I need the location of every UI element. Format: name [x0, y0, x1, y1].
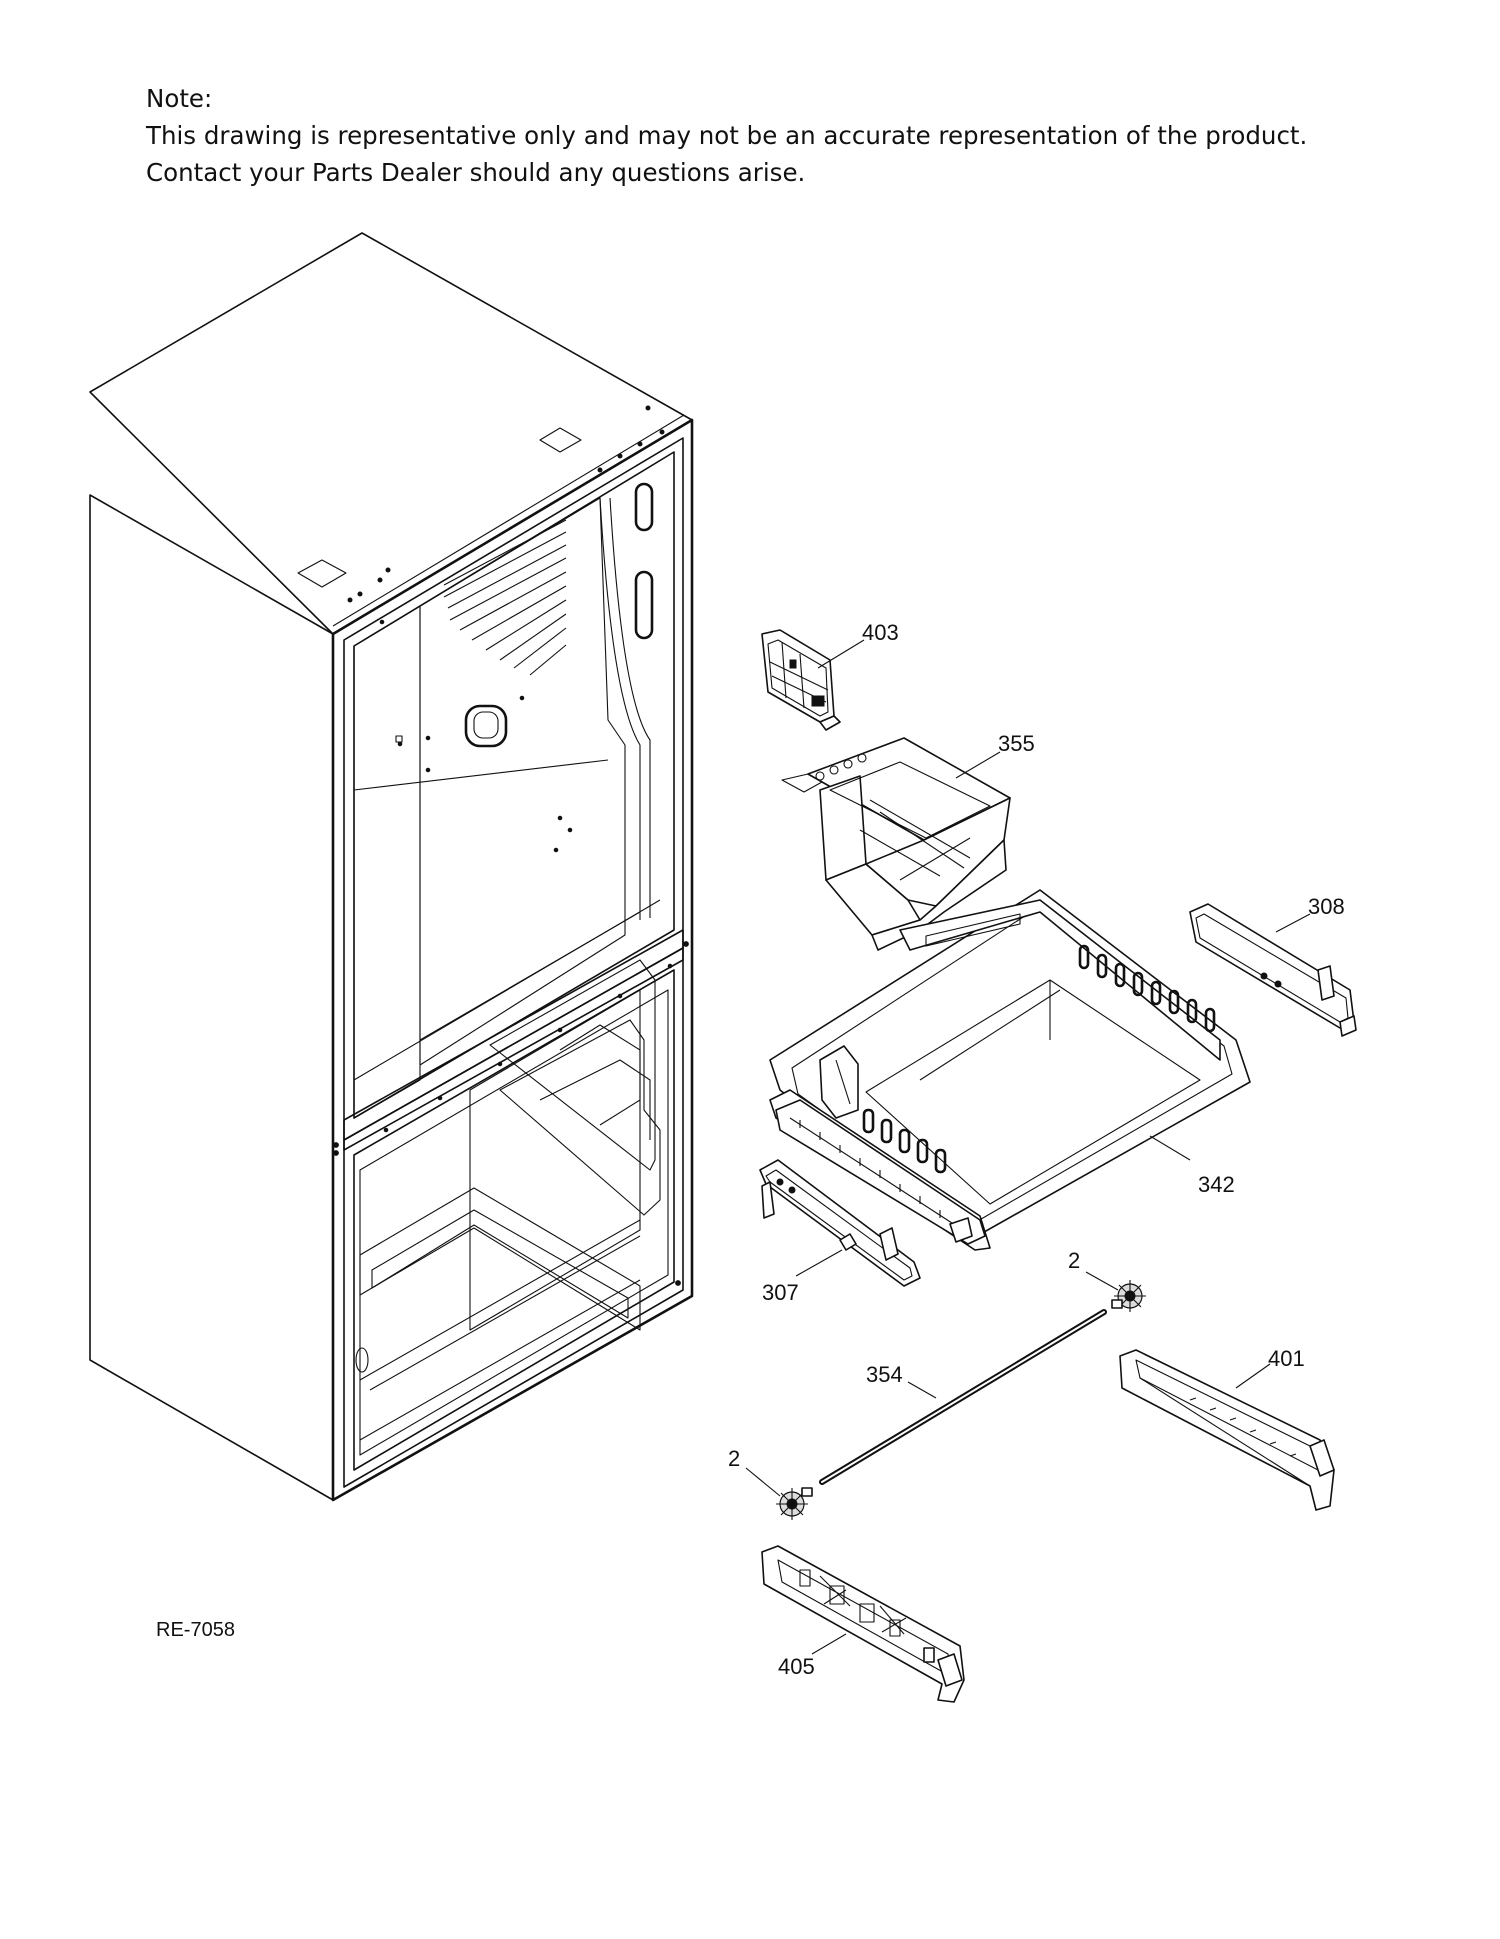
callout-355: 355 [998, 731, 1035, 756]
refrigerator-cabinet [89, 232, 694, 1502]
callout-307: 307 [762, 1280, 799, 1305]
callout-403: 403 [862, 620, 899, 645]
part-2-lower-gear [776, 1487, 813, 1520]
part-354-shaft [819, 1309, 1107, 1485]
part-405-cover [761, 1545, 965, 1703]
callout-342: 342 [1198, 1172, 1235, 1197]
callout-2-upper: 2 [1068, 1248, 1080, 1273]
part-355-bin [781, 737, 1011, 951]
disclaimer-note: Note: This drawing is representative onl… [146, 80, 1307, 191]
part-401-cover [1119, 1349, 1335, 1511]
part-342-drawer [769, 889, 1251, 1251]
part-307-rail [759, 1159, 921, 1287]
callout-308: 308 [1308, 894, 1345, 919]
callout-405: 405 [778, 1654, 815, 1679]
part-308-rail [1189, 903, 1357, 1037]
callout-354: 354 [866, 1362, 903, 1387]
part-2-upper-gear [1111, 1280, 1146, 1312]
callout-401: 401 [1268, 1346, 1305, 1371]
callout-labels: 403 355 308 342 307 2 354 401 2 405 [728, 620, 1345, 1679]
note-line-2: Contact your Parts Dealer should any que… [146, 158, 806, 187]
reference-code: RE-7058 [156, 1619, 235, 1641]
part-403-bracket [761, 629, 841, 731]
note-heading: Note: [146, 84, 213, 113]
leader-lines [745, 639, 1311, 1655]
callout-2-lower: 2 [728, 1446, 740, 1471]
note-line-1: This drawing is representative only and … [146, 121, 1308, 150]
